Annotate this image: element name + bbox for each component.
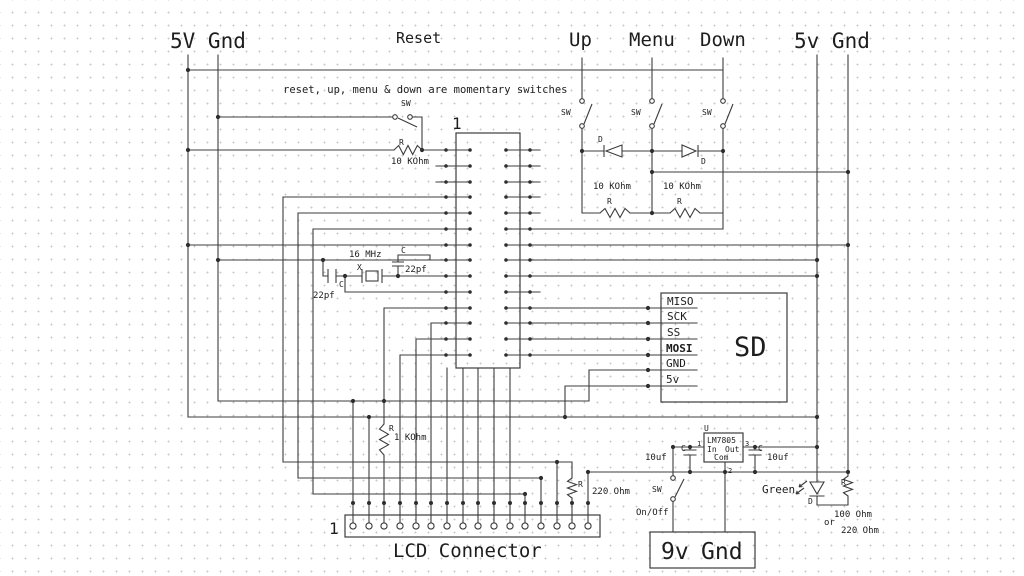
label-green-led: Green (762, 483, 795, 496)
switch-icons (392, 98, 734, 502)
label-9v: 9v (661, 539, 689, 565)
label-sd-gnd: GND (666, 357, 686, 370)
label-sd-mosi: MOSI (666, 342, 693, 355)
label-r1: R (607, 197, 612, 206)
diode-icon-left (603, 144, 623, 158)
label-22pf-top: 22pf (405, 265, 427, 275)
label-r2: R (677, 197, 682, 206)
label-reg-u: U (704, 424, 709, 433)
label-10kohm-reset: 10 KOhm (391, 157, 429, 167)
label-down: Down (700, 29, 746, 51)
crystal-icon (327, 261, 404, 283)
label-sd-title: SD (734, 332, 767, 363)
label-reg-part: LM7805 (707, 436, 736, 445)
regulator-body (703, 432, 744, 463)
label-sw-menu: SW (631, 108, 641, 117)
label-9v-gnd: Gnd (701, 539, 743, 565)
label-reg-pin1: 1 (697, 440, 701, 448)
label-d2: D (701, 157, 706, 166)
label-10kohm-2: 10 KOhm (663, 182, 701, 192)
label-1kohm: 1 KOhm (394, 433, 427, 443)
label-c-left: C (339, 280, 344, 289)
labels: 5V Gnd Reset Up Menu Down 5v Gnd reset, … (170, 29, 879, 565)
label-sd-miso: MISO (667, 295, 694, 308)
label-r-220: R (578, 480, 583, 489)
label-power-left: 5V Gnd (170, 29, 246, 53)
label-d1: D (598, 135, 603, 144)
led-icon (795, 480, 825, 496)
lcd-connector-body (344, 514, 601, 538)
label-c-reg-right: C (758, 444, 763, 453)
label-lcd-connector: LCD Connector (393, 540, 542, 562)
mcu-ic-body (455, 132, 521, 369)
label-c-reg-left: C (681, 444, 686, 453)
label-220ohm-alt: 220 Ohm (841, 526, 879, 536)
label-up: Up (569, 29, 592, 51)
label-sw-down: SW (702, 108, 712, 117)
label-100ohm: 100 Ohm (834, 510, 872, 520)
label-22pf-left: 22pf (313, 291, 335, 301)
label-reg-pin3: 3 (745, 440, 749, 448)
sd-card-body (660, 292, 788, 403)
label-x-crystal: X (357, 263, 362, 272)
label-sd-ss: SS (667, 326, 680, 339)
label-10kohm-1: 10 KOhm (593, 182, 631, 192)
label-sd-5v: 5v (666, 373, 680, 386)
label-power-right: 5v Gnd (794, 29, 870, 53)
label-note: reset, up, menu & down are momentary swi… (283, 84, 567, 96)
label-r-1k: R (389, 424, 394, 433)
label-ic-pin1: 1 (452, 114, 462, 133)
label-xtal-freq: 16 MHz (349, 250, 382, 260)
diode-icon-right (681, 144, 699, 158)
label-sw-onoff: SW (652, 485, 662, 494)
label-reg-out: Out (725, 445, 740, 454)
label-reg-pin2: 2 (728, 467, 732, 475)
label-lcd-pin1: 1 (329, 519, 339, 538)
label-menu: Menu (629, 29, 675, 51)
label-r-reset: R (399, 138, 404, 147)
label-reg-in: In (707, 445, 717, 454)
label-onoff: On/Off (636, 508, 669, 518)
battery-9v-body (649, 531, 756, 569)
label-sw-reset: SW (401, 99, 411, 108)
label-c-top: C (401, 246, 406, 255)
generated-geometry (185, 67, 855, 530)
label-d-led: D (808, 497, 813, 506)
label-10uf-right: 10uf (767, 453, 789, 463)
label-220ohm: 220 Ohm (592, 487, 630, 497)
label-sw-up: SW (561, 108, 571, 117)
label-reset: Reset (396, 29, 441, 47)
label-or: or (824, 518, 835, 528)
label-10uf-left: 10uf (645, 453, 667, 463)
label-sd-sck: SCK (667, 310, 687, 323)
label-r-led: R (841, 478, 846, 487)
label-reg-com: Com (714, 453, 729, 462)
